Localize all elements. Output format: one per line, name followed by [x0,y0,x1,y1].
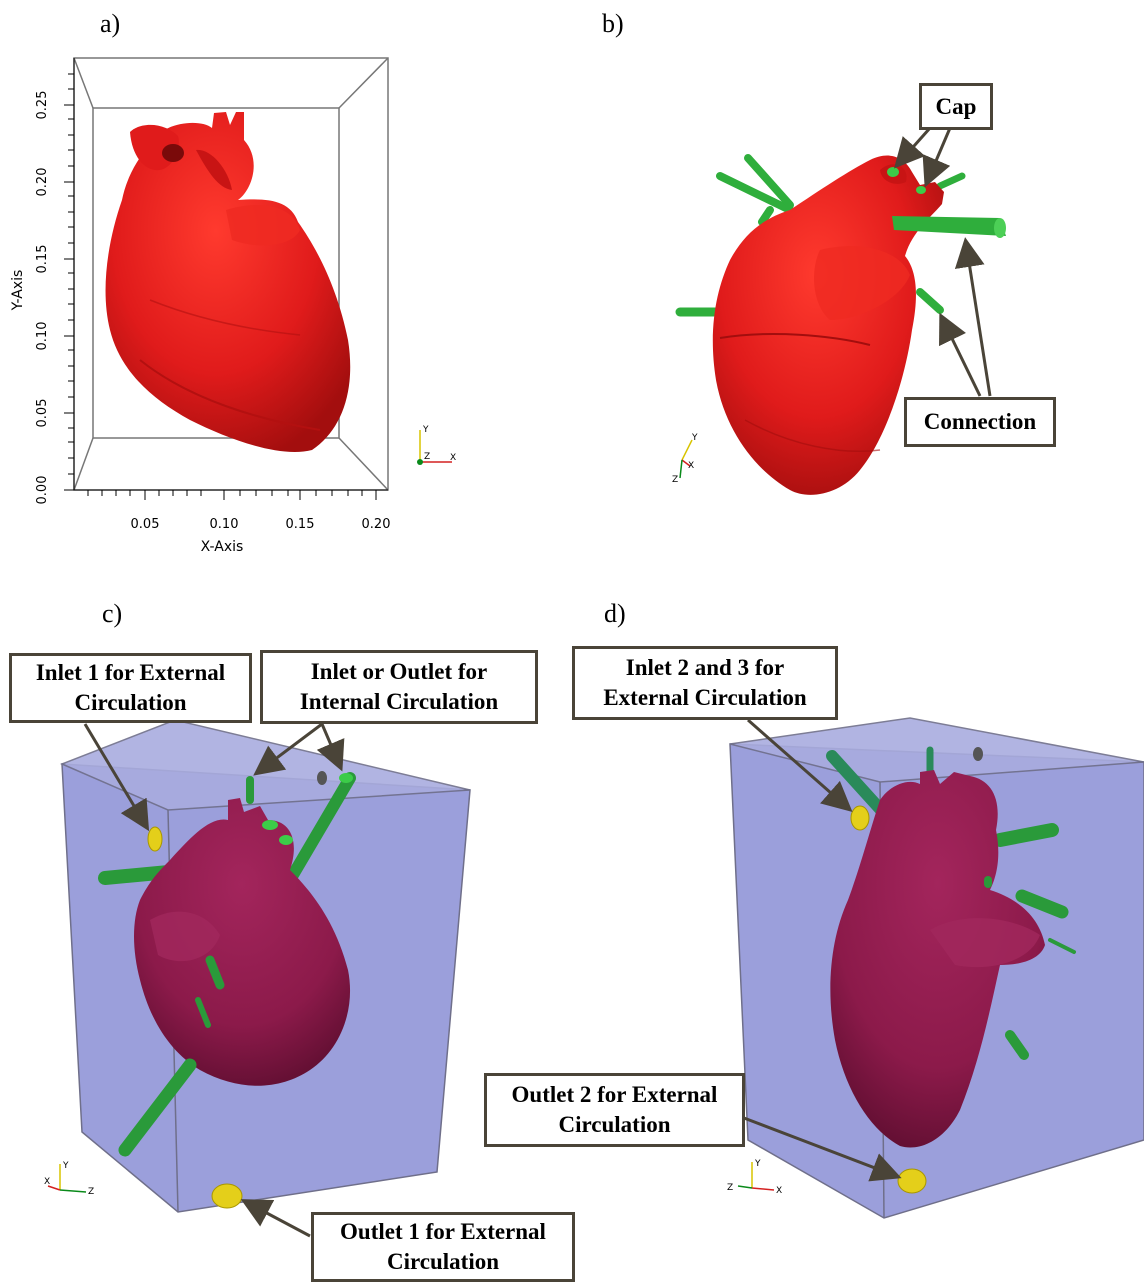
heart-model-maroon [830,770,1045,1148]
connection-tubes [887,167,1006,238]
callout-text: Circulation [558,1112,671,1137]
triad-y-label: Y [754,1159,761,1169]
cap [262,820,278,830]
panel-a-label: a) [100,9,120,38]
outlet-2-port [897,1168,927,1194]
callout-text: Inlet 1 for External [35,660,226,685]
callout-text: Cap [935,93,977,119]
hidden-port [973,747,983,761]
panel-c-label: c) [102,599,122,628]
orientation-triad: Y X Z [727,1159,782,1196]
cap [916,186,926,194]
callout-arrows [83,722,345,1238]
triad-x-label: X [450,453,456,463]
callout-arrows [894,127,992,397]
y-axis [64,58,75,491]
triad-z-label: Z [672,475,678,485]
callout-text: Internal Circulation [299,689,499,714]
callout-connection: Connection [904,397,1056,447]
triad-z-label: Z [727,1183,733,1193]
callout-cap: Cap [919,83,993,130]
y-tick-label: 0.20 [35,168,50,197]
connection-tubes [984,876,1076,954]
callout-text: Inlet 2 and 3 for [625,655,785,680]
orientation-triad: Y X Z [417,425,456,465]
heart-model-maroon [134,798,351,1086]
x-axis-title: X-Axis [201,539,244,555]
heart-model-red [712,155,944,495]
callout-arrows [743,718,902,1182]
callout-internal-circulation: Inlet or Outlet for Internal Circulation [260,650,538,724]
x-tick-label: 0.05 [131,517,160,532]
panel-d-label: d) [604,599,626,628]
x-axis [74,489,388,500]
callout-text: Circulation [386,1249,500,1274]
y-tick-label: 0.00 [35,476,50,505]
y-axis-title: Y-Axis [10,270,26,312]
triad-x-label: X [44,1177,50,1187]
cap [279,835,293,845]
callout-text: Inlet or Outlet for [310,659,488,684]
triad-y-label: Y [62,1161,69,1171]
panel-b: b) Y [602,9,1006,495]
heart-model-red [105,112,351,452]
triad-x-label: X [688,461,694,471]
triad-y-label: Y [691,433,698,443]
y-tick-label: 0.05 [35,399,50,428]
callout-inlet-2-3: Inlet 2 and 3 for External Circulation [572,646,838,720]
inlet-1-port [147,826,163,852]
panel-b-label: b) [602,9,624,38]
orientation-triad: Y Z X [44,1161,94,1197]
panel-a: a) [10,9,456,555]
triad-x-label: X [776,1186,782,1196]
callout-text: External Circulation [603,685,807,710]
inlet-2-port [850,805,870,831]
orientation-triad: Y X Z [672,433,698,485]
callout-text: Circulation [74,690,187,715]
triad-z-label: Z [88,1187,94,1197]
callout-text: Outlet 1 for External [340,1219,546,1244]
triad-y-label: Y [422,425,429,435]
y-tick-label: 0.10 [35,322,50,351]
triad-z-label: Z [424,452,430,462]
cap [887,167,899,177]
x-tick-label: 0.10 [210,517,239,532]
connection-tubes [118,773,353,1157]
x-tick-label: 0.15 [286,517,315,532]
y-tick-label: 0.25 [35,91,50,120]
callout-inlet-1: Inlet 1 for External Circulation [9,653,252,723]
panel-c: c) [44,599,471,1238]
callout-text: Connection [923,409,1037,434]
callout-outlet-2: Outlet 2 for External Circulation [484,1073,745,1147]
callout-outlet-1: Outlet 1 for External Circulation [311,1212,575,1282]
connection-tubes [675,154,966,317]
hidden-port [317,771,327,785]
x-tick-label: 0.20 [362,517,391,532]
outlet-1-port [211,1183,243,1209]
panel-d: d) [604,599,1144,1219]
callout-text: Outlet 2 for External [511,1082,718,1107]
y-tick-label: 0.15 [35,245,50,274]
